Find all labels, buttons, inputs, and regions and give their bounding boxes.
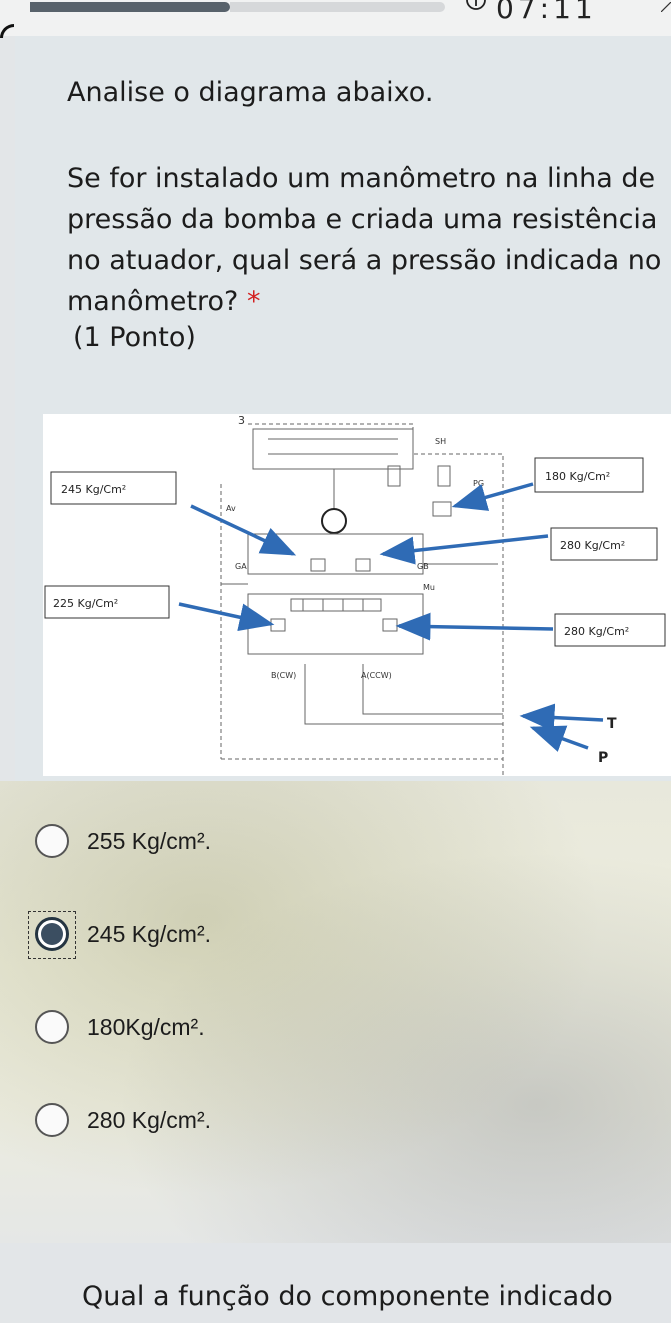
radio-button[interactable] [35, 1103, 69, 1137]
label-gb: GB [417, 562, 429, 571]
callout-280-top: 280 Kg/Cm² [560, 539, 625, 552]
option-label: 245 Kg/cm². [87, 920, 211, 947]
card-corner [0, 24, 14, 38]
callout-280-bottom: 280 Kg/Cm² [564, 625, 629, 638]
progress-bar-remaining [230, 2, 445, 12]
next-question-card: Qual a função do componente indicado [30, 1243, 671, 1323]
option-label: 180Kg/cm². [87, 1013, 205, 1040]
radio-button[interactable] [35, 1010, 69, 1044]
required-mark: * [246, 286, 261, 317]
timer-text: 07:11 [496, 0, 597, 25]
callout-245: 245 Kg/Cm² [61, 483, 126, 496]
top-bar: 07:11 [0, 0, 671, 38]
question-points: (1 Ponto) [73, 322, 196, 353]
label-p: P [598, 750, 608, 766]
question-card: Analise o diagrama abaixo. Se for instal… [15, 36, 671, 781]
timer-icon [466, 0, 486, 10]
radio-button[interactable] [35, 824, 69, 858]
option-label: 255 Kg/cm². [87, 827, 211, 854]
label-a-ccw: A(CCW) [361, 671, 392, 680]
question-body: Se for instalado um manômetro na linha d… [67, 163, 662, 317]
label-mu: Mu [423, 583, 435, 592]
selected-focus-frame [28, 911, 76, 959]
next-question-text: Qual a função do componente indicado [82, 1281, 613, 1312]
hydraulic-diagram: 3 SH PG Av GA GB Mu B(CW) A(CCW) T P 245… [43, 414, 671, 776]
option-4[interactable]: 280 Kg/cm². [30, 1098, 290, 1142]
radio-button-selected[interactable] [35, 917, 69, 951]
question-intro: Analise o diagrama abaixo. [67, 77, 434, 108]
label-3: 3 [238, 414, 245, 427]
question-text: Se for instalado um manômetro na linha d… [67, 158, 667, 322]
option-3[interactable]: 180Kg/cm². [30, 1005, 290, 1049]
label-pg: PG [473, 479, 484, 488]
answer-options: 255 Kg/cm². 245 Kg/cm². 180Kg/cm². 280 K… [0, 781, 671, 1243]
label-av: Av [226, 504, 236, 513]
option-2[interactable]: 245 Kg/cm². [30, 912, 290, 956]
option-1[interactable]: 255 Kg/cm². [30, 819, 290, 863]
callout-180: 180 Kg/Cm² [545, 470, 610, 483]
option-label: 280 Kg/cm². [87, 1106, 211, 1133]
label-ga: GA [235, 562, 247, 571]
corner-mark-icon [661, 2, 671, 12]
label-t: T [607, 716, 617, 732]
progress-bar-filled [30, 2, 230, 12]
label-sh: SH [435, 437, 446, 446]
label-b-cw: B(CW) [271, 671, 296, 680]
callout-225: 225 Kg/Cm² [53, 597, 118, 610]
